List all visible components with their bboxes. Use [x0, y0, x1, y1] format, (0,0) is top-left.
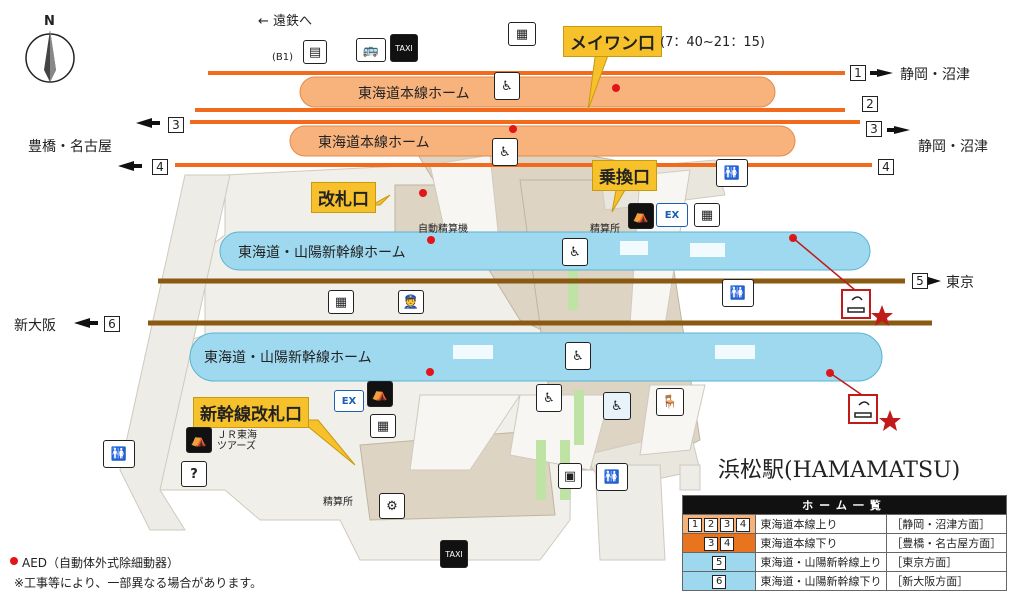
enshu-link-label: ← 遠鉄へ	[258, 14, 313, 29]
platforms	[189, 76, 883, 382]
b1-label: (B1)	[272, 52, 294, 63]
shinkansen-tracks	[148, 278, 932, 326]
ticket-office-icon: ▦	[508, 22, 536, 46]
wheelchair-icon: ♿	[603, 392, 631, 420]
platform-label-shinkansen-1: 東海道・山陽新幹線ホーム	[238, 245, 406, 261]
auto-fare-machine-label: 自動精算機	[418, 224, 468, 235]
lounge-seat-icon: ⛺	[186, 427, 212, 453]
track-number-6: 6	[104, 316, 120, 332]
legend-line-name: 東海道・山陽新幹線下り	[755, 571, 888, 591]
taxi-icon: TAXI	[440, 540, 468, 568]
compass-letter: N	[44, 14, 55, 29]
track-number-4-right: 4	[878, 159, 894, 175]
elevator-wheelchair-icon: ♿	[562, 238, 588, 266]
legend-direction: ［豊橋・名古屋方面］	[886, 533, 1007, 553]
elevator-wheelchair-icon: ♿	[565, 342, 591, 370]
ex-service-icon: EX	[656, 203, 688, 227]
track-number-5: 5	[912, 273, 928, 289]
platform-tokaido-1	[299, 76, 776, 108]
platform-label-tokaido-2: 東海道本線ホーム	[318, 135, 430, 151]
construction-note: ※工事等により、一部異なる場合があります。	[14, 576, 263, 590]
ticket-office-icon: ▦	[694, 203, 720, 227]
legend-line-name: 東海道・山陽新幹線上り	[755, 552, 888, 572]
information-icon: ?	[181, 461, 207, 487]
platform-label-tokaido-1: 東海道本線ホーム	[358, 86, 470, 102]
direction-arrows	[74, 69, 941, 328]
dest-tokyo: 東京	[946, 275, 974, 291]
enshu-railway-icon: ▤	[303, 40, 327, 64]
bus-icon: 🚌	[356, 38, 386, 62]
lounge-seat-icon: ⛺	[628, 203, 654, 229]
dest-toyohashi-nagoya: 豊橋・名古屋	[28, 139, 112, 155]
legend-direction: ［新大阪方面］	[886, 571, 1007, 591]
platform-shinkansen-2	[189, 332, 883, 382]
legend-header: ホーム一覧	[682, 495, 1007, 515]
fare-office-label-2: 精算所	[323, 497, 353, 508]
legend-line-name: 東海道本線上り	[755, 514, 888, 534]
platform-shinkansen-1	[219, 231, 871, 271]
norikae-exit-sign: 乗換口	[592, 160, 657, 191]
restroom-icon: 🚻	[716, 159, 748, 187]
elevator-wheelchair-icon: ♿	[494, 72, 520, 100]
fare-adjustment-icon: ⚙	[379, 493, 405, 519]
restroom-icon: 🚻	[722, 279, 754, 307]
ticket-office-icon: ▦	[370, 414, 396, 438]
aed-note: AED（自動体外式除細動器）	[22, 556, 180, 570]
track-number-3-right: 3	[866, 121, 882, 137]
platform-tokaido-2	[289, 125, 796, 157]
station-title: 浜松駅(HAMAMATSU)	[718, 458, 961, 483]
dest-shizuoka-numazu-1: 静岡・沼津	[900, 67, 970, 83]
lounge-seat-icon: ⛺	[367, 381, 393, 407]
track-number-1: 1	[850, 65, 866, 81]
track-number-4-left: 4	[152, 159, 168, 175]
restroom-icon: 🚻	[596, 463, 628, 491]
legend-track-numbers: 5	[681, 552, 757, 572]
smoking-area-callouts	[792, 237, 901, 431]
ticket-office-icon: ▦	[328, 290, 354, 314]
dest-shin-osaka: 新大阪	[14, 318, 56, 334]
track-number-3-left: 3	[168, 117, 184, 133]
ex-service-icon: EX	[334, 390, 364, 412]
compass-icon	[25, 30, 75, 83]
legend-row: 5 東海道・山陽新幹線上り ［東京方面］	[681, 552, 1007, 572]
shinkansen-gate-sign: 新幹線改札口	[193, 397, 309, 428]
jr-tours-label: ＪＲ東海 ツアーズ	[217, 430, 257, 452]
elevator-wheelchair-icon: ♿	[536, 384, 562, 412]
legend-direction: ［東京方面］	[886, 552, 1007, 572]
dest-shizuoka-numazu-3: 静岡・沼津	[918, 139, 988, 155]
conventional-tracks	[175, 71, 872, 167]
seat-icon: 🪑	[656, 388, 684, 416]
maywan-exit-sign: メイワン口	[563, 26, 662, 57]
legend-line-name: 東海道本線下り	[755, 533, 888, 553]
elevator-wheelchair-icon: ♿	[492, 138, 518, 166]
legend-direction: ［静岡・沼津方面］	[886, 514, 1007, 534]
maywan-exit-hours: (7：40~21：15)	[660, 35, 765, 50]
platform-label-shinkansen-2: 東海道・山陽新幹線ホーム	[204, 350, 372, 366]
taxi-icon: TAXI	[390, 34, 418, 62]
legend-track-numbers: 6	[681, 571, 757, 591]
track-number-2: 2	[862, 96, 878, 112]
restroom-icon: 🚻	[103, 440, 135, 468]
police-icon: 👮	[398, 290, 424, 314]
fare-office-label-1: 精算所	[590, 224, 620, 235]
legend-row: 6 東海道・山陽新幹線下り ［新大阪方面］	[681, 571, 1007, 591]
kaisatsu-exit-sign: 改札口	[311, 182, 376, 213]
ticket-machine-icon: ▣	[558, 463, 582, 489]
